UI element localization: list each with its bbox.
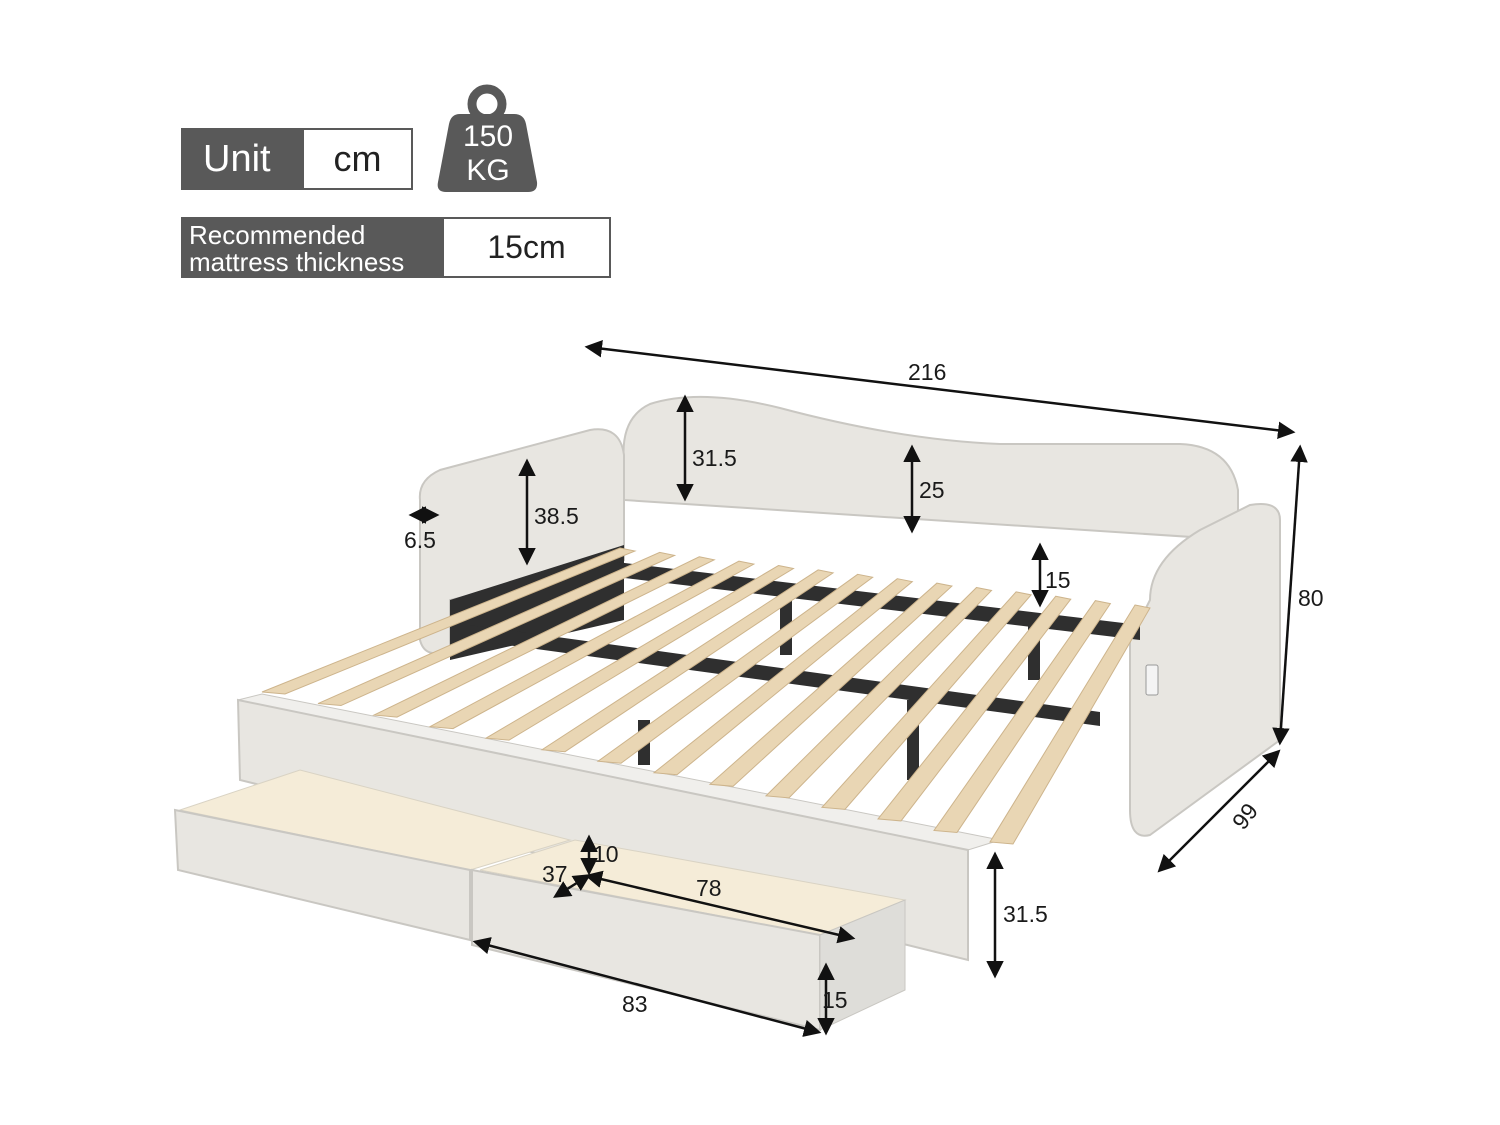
- slat: [877, 595, 1072, 822]
- dimension-lines: [408, 339, 1308, 1037]
- dim-front-rail-height: 31.5: [1003, 901, 1048, 927]
- weight-icon: [437, 84, 538, 192]
- slat: [652, 578, 914, 776]
- slat: [764, 586, 993, 799]
- dim-total-length: 216: [908, 359, 946, 385]
- left-drawer: [173, 808, 471, 942]
- mattress-spec: Recommended mattress thickness 15cm: [181, 217, 611, 278]
- weight-value: 150: [462, 120, 514, 153]
- dim-drawer-inner-width: 37: [542, 861, 568, 887]
- slats: [261, 547, 1151, 845]
- unit-label: Unit: [181, 128, 304, 190]
- unit-spec: Unit cm: [181, 128, 413, 190]
- slat: [933, 600, 1112, 833]
- slat: [820, 591, 1033, 810]
- dim-drawer-length: 83: [622, 991, 648, 1017]
- dim-armrest-height: 38.5: [534, 503, 579, 529]
- slat: [484, 565, 795, 741]
- dim-depth: 99: [1227, 798, 1263, 834]
- dim-drawer-inner-length: 78: [696, 875, 722, 901]
- slat: [261, 547, 637, 695]
- dim-backrest-height: 31.5: [692, 445, 737, 471]
- dim-total-height: 80: [1298, 585, 1324, 611]
- dim-armrest-thickness: 6.5: [404, 527, 436, 553]
- mattress-value: 15cm: [444, 217, 611, 278]
- slat: [596, 573, 874, 764]
- weight-unit: KG: [466, 154, 510, 187]
- slat: [708, 582, 953, 787]
- slat: [372, 556, 716, 718]
- dim-drawer-height: 15: [822, 987, 848, 1013]
- mattress-label: Recommended mattress thickness: [181, 217, 444, 278]
- dim-slat-to-rail: 15: [1045, 567, 1071, 593]
- slat: [989, 604, 1151, 845]
- slat: [428, 560, 756, 730]
- usb-ports: [1145, 664, 1159, 696]
- dim-backrest-center-height: 25: [919, 477, 945, 503]
- slat: [317, 551, 677, 707]
- slat: [540, 569, 835, 753]
- mattress-label-line1: Recommended: [189, 219, 366, 250]
- dim-drawer-inner-depth: 10: [593, 841, 619, 867]
- mattress-label-line2: mattress thickness: [189, 246, 405, 277]
- unit-value: cm: [304, 128, 413, 190]
